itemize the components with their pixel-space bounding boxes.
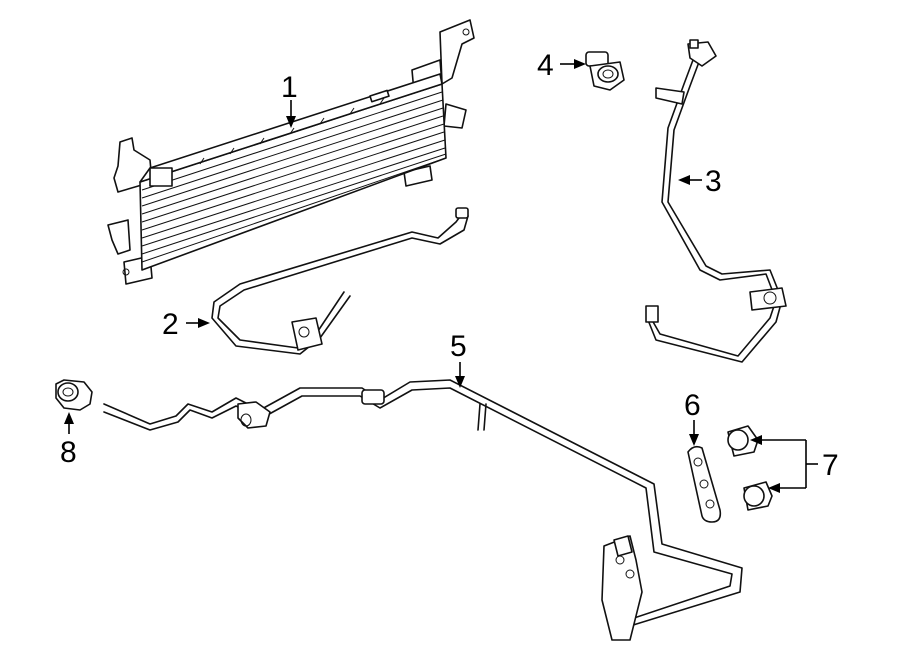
plug-7b xyxy=(743,481,773,511)
oil-cooler xyxy=(107,19,475,285)
fitting-4 xyxy=(585,51,625,91)
callout-7: 7 xyxy=(822,449,839,482)
gasket-6 xyxy=(687,445,722,523)
callout-leaders xyxy=(64,59,818,493)
callout-4: 4 xyxy=(537,49,554,82)
callout-5: 5 xyxy=(450,330,467,363)
callout-8: 8 xyxy=(60,436,77,469)
callout-1: 1 xyxy=(281,71,298,104)
cooler-line-2 xyxy=(211,207,469,355)
callout-3: 3 xyxy=(705,165,722,198)
connector-8 xyxy=(55,379,93,411)
callout-6: 6 xyxy=(684,389,701,422)
callout-2: 2 xyxy=(162,308,179,341)
cooler-line-5 xyxy=(103,379,743,641)
cooler-line-3 xyxy=(645,39,787,363)
plug-7a xyxy=(727,425,759,457)
